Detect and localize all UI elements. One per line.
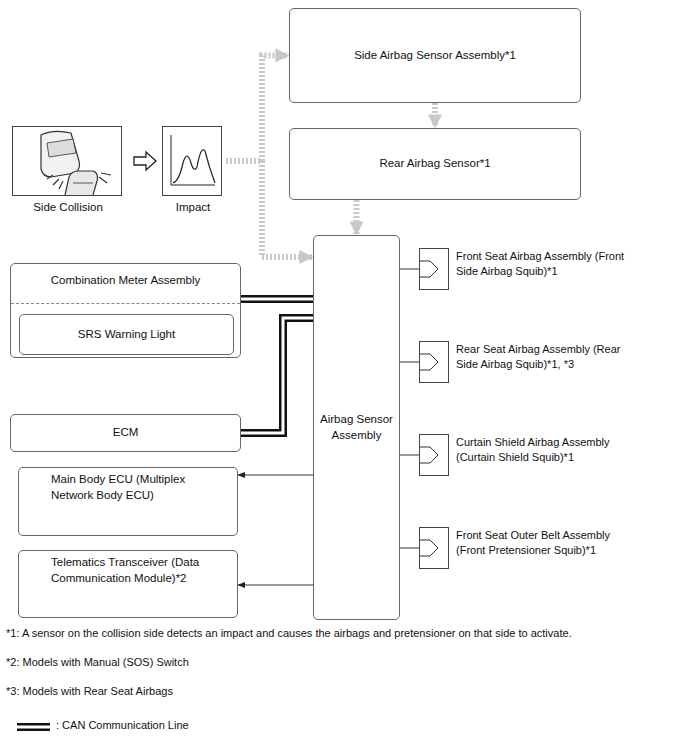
node-label: Side Airbag Sensor Assembly*1 bbox=[354, 48, 516, 64]
node-label: Front Seat Outer Belt Assembly (Front Pr… bbox=[456, 528, 638, 558]
warning-light-box: SRS Warning Light bbox=[19, 314, 234, 355]
node-label: SRS Warning Light bbox=[78, 327, 175, 343]
connector bbox=[435, 103, 436, 127]
airbag-sensor-box: Airbag Sensor Assembly bbox=[313, 235, 400, 620]
connector bbox=[238, 585, 313, 586]
ecu-box: ECM bbox=[10, 414, 241, 452]
divider-line bbox=[11, 303, 240, 304]
connector bbox=[356, 200, 357, 234]
connector bbox=[400, 548, 419, 549]
connector bbox=[241, 299, 313, 300]
sensor-box: Side Airbag Sensor Assembly*1 bbox=[289, 8, 581, 103]
illustration-box: Side Collision bbox=[12, 126, 122, 196]
connector bbox=[400, 362, 419, 363]
meter-box: Combination Meter AssemblySRS Warning Li… bbox=[10, 263, 241, 358]
node-label: Airbag Sensor Assembly bbox=[320, 412, 393, 443]
connector bbox=[400, 269, 419, 270]
squib-box: Front Seat Outer Belt Assembly (Front Pr… bbox=[419, 527, 449, 569]
squib-box: Rear Seat Airbag Assembly (Rear Side Air… bbox=[419, 341, 449, 383]
node-label: Telematics Transceiver (Data Communicati… bbox=[51, 555, 216, 586]
squib-symbol bbox=[420, 342, 448, 382]
node-label: Front Seat Airbag Assembly (Front Side A… bbox=[456, 249, 638, 279]
node-label: Main Body ECU (Multiplex Network Body EC… bbox=[51, 472, 201, 503]
node-label: Rear Seat Airbag Assembly (Rear Side Air… bbox=[456, 342, 621, 372]
squib-symbol bbox=[420, 249, 448, 289]
connector bbox=[238, 475, 313, 476]
can-line-sample bbox=[16, 720, 52, 734]
collision-illustration bbox=[13, 127, 121, 195]
node-label: Side Collision bbox=[0, 200, 143, 216]
impact-graph bbox=[163, 127, 221, 195]
connector bbox=[400, 455, 419, 456]
ecu-box: Telematics Transceiver (Data Communicati… bbox=[18, 550, 238, 618]
squib-symbol bbox=[420, 528, 448, 568]
illustration-box: Impact bbox=[162, 126, 222, 196]
footnote: *1: A sensor on the collision side detec… bbox=[6, 627, 572, 639]
connector bbox=[241, 318, 313, 433]
squib-symbol bbox=[420, 435, 448, 475]
connector bbox=[226, 56, 288, 162]
footnote: *2: Models with Manual (SOS) Switch bbox=[6, 656, 189, 668]
squib-box: Front Seat Airbag Assembly (Front Side A… bbox=[419, 248, 449, 290]
node-label: Rear Airbag Sensor*1 bbox=[379, 156, 490, 172]
squib-box: Curtain Shield Airbag Assembly (Curtain … bbox=[419, 434, 449, 476]
node-label: Impact bbox=[143, 200, 243, 216]
sensor-box: Rear Airbag Sensor*1 bbox=[289, 128, 581, 200]
legend-text: : CAN Communication Line bbox=[56, 719, 189, 731]
connector bbox=[134, 152, 156, 170]
node-label: Combination Meter Assembly bbox=[11, 273, 240, 289]
node-label: Curtain Shield Airbag Assembly (Curtain … bbox=[456, 435, 638, 465]
node-label: ECM bbox=[113, 425, 139, 441]
footnote: *3: Models with Rear Seat Airbags bbox=[6, 685, 173, 697]
ecu-box: Main Body ECU (Multiplex Network Body EC… bbox=[18, 467, 238, 536]
